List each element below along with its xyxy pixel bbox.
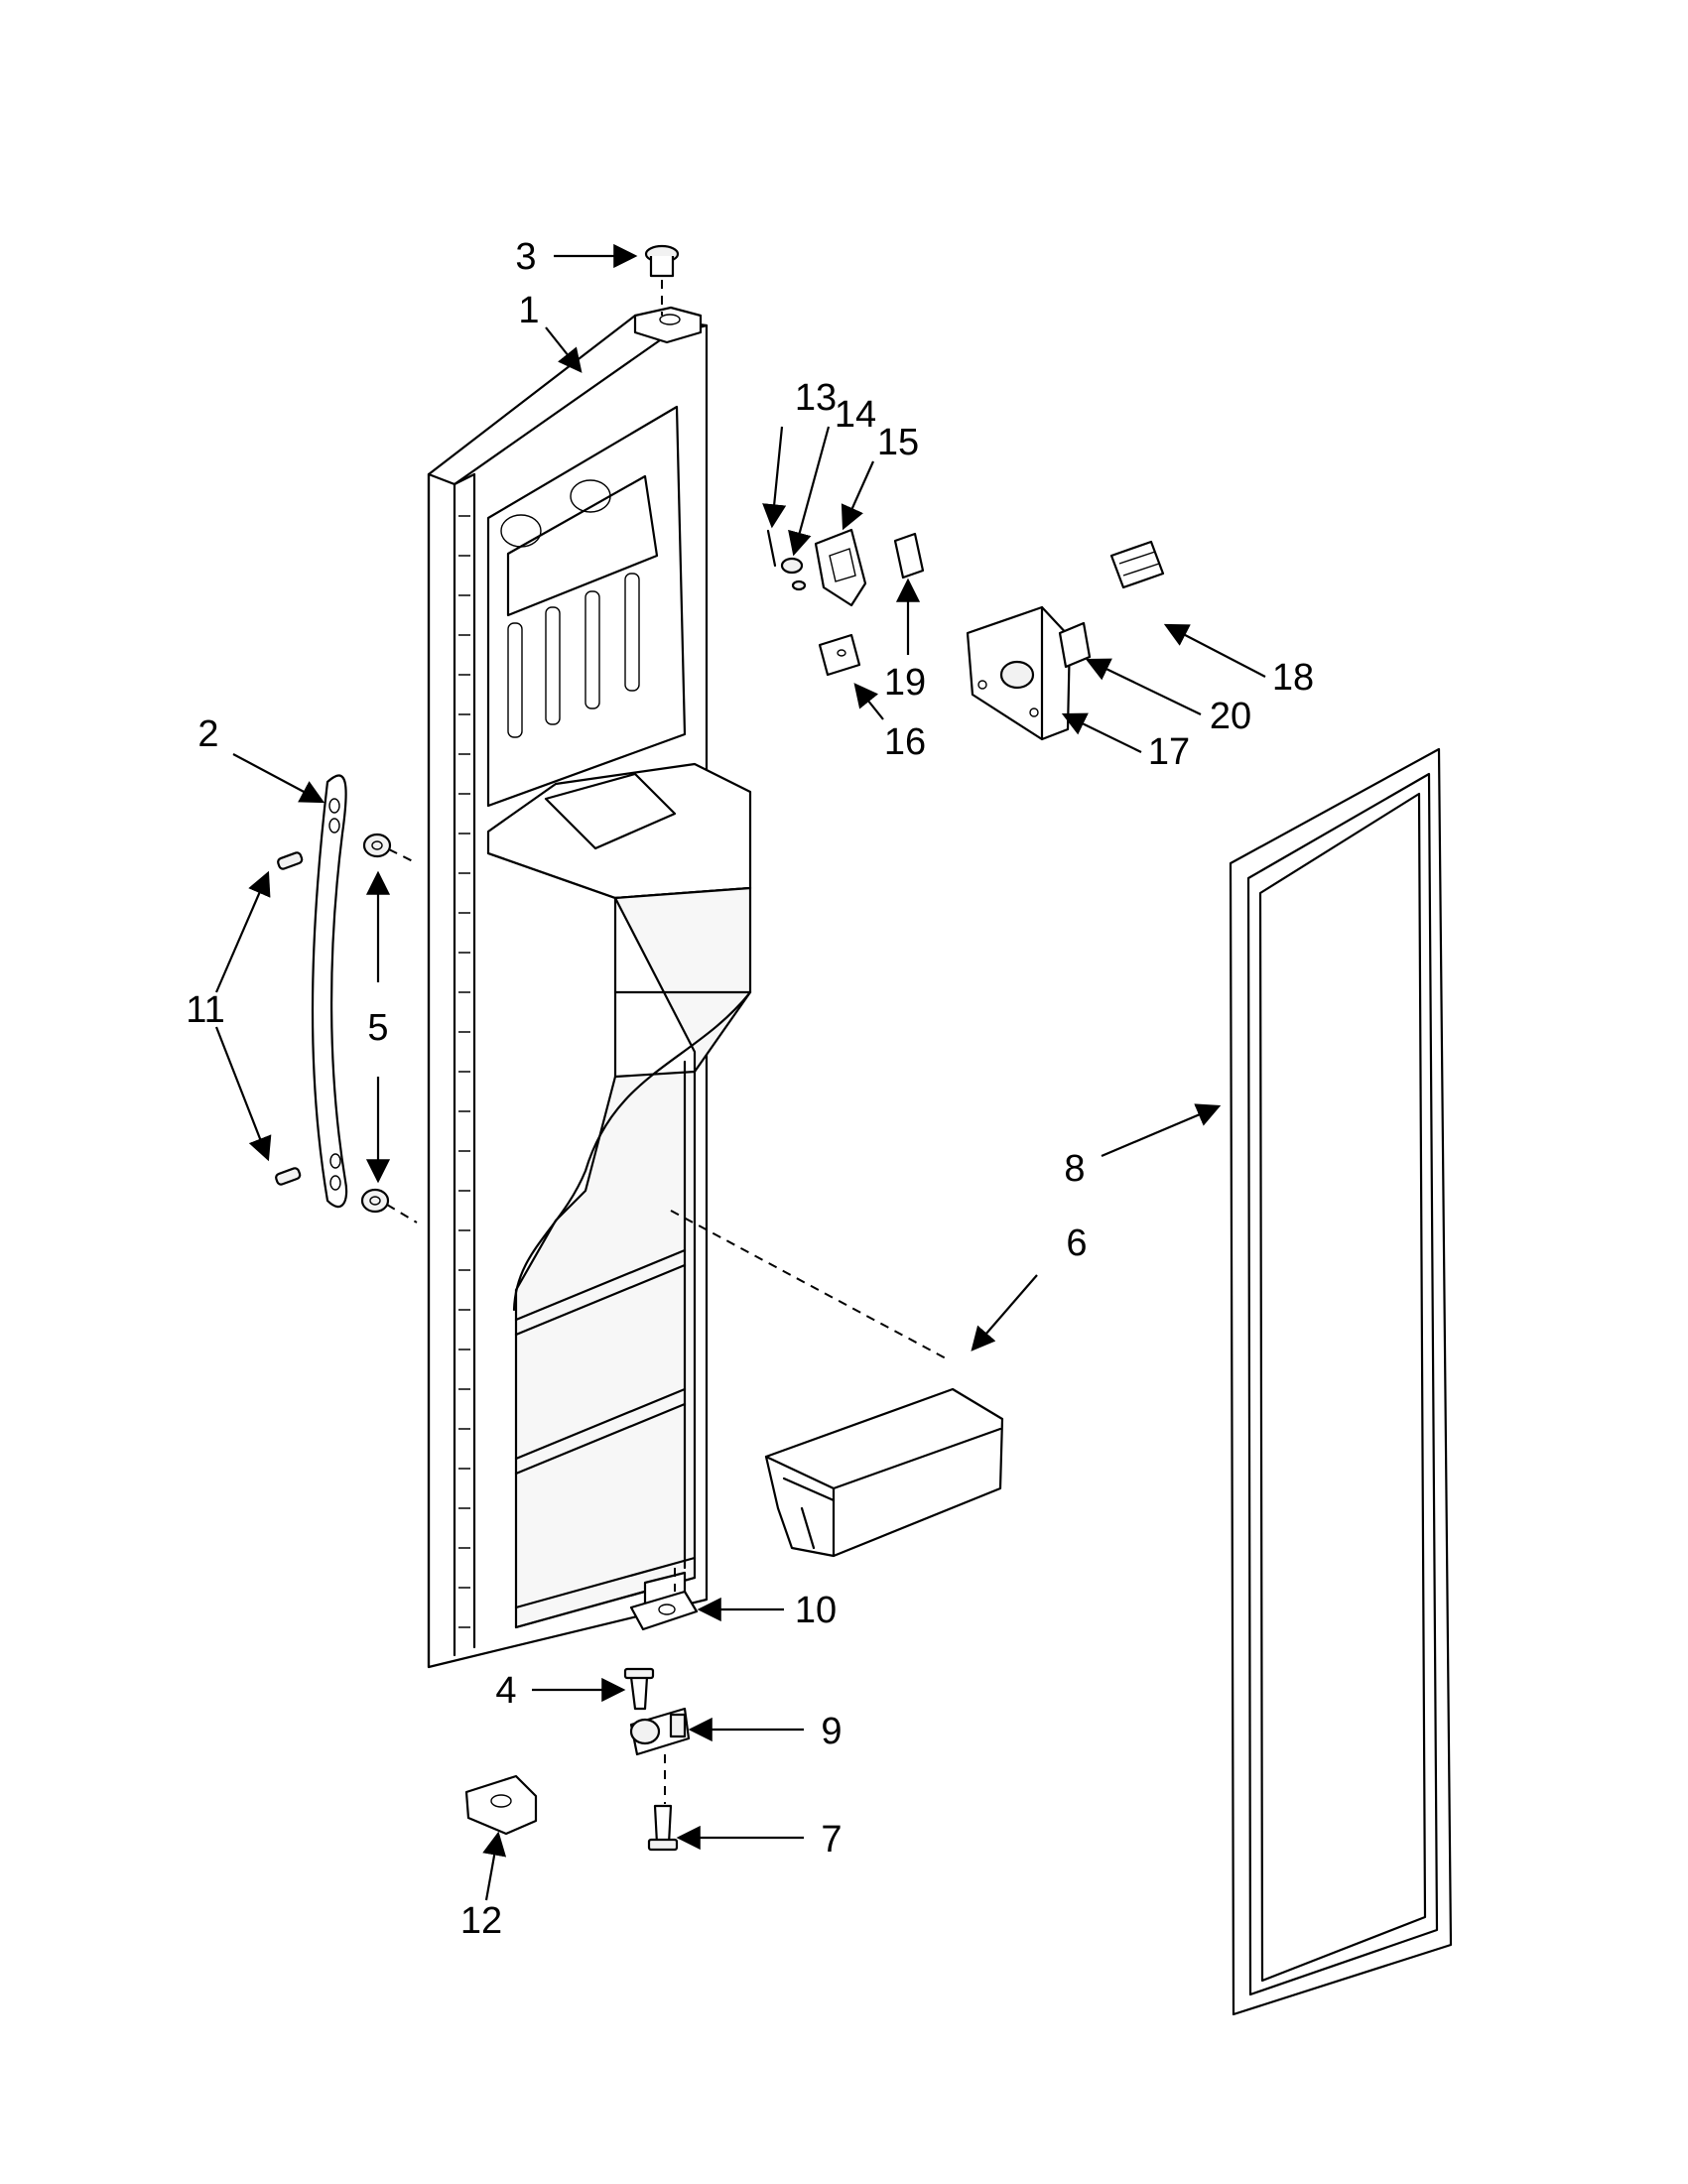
callout-15: 15 <box>877 422 919 463</box>
door-gasket <box>1229 747 1453 2016</box>
callout-13: 13 <box>795 377 837 419</box>
callout-3: 3 <box>515 236 536 278</box>
hinge-screw-7 <box>647 1754 679 1852</box>
callout-17: 17 <box>1148 731 1190 773</box>
hinge-cover-12 <box>464 1774 538 1836</box>
callout-6: 6 <box>1066 1222 1087 1264</box>
leader-16 <box>853 683 884 720</box>
callout-9: 9 <box>821 1711 842 1752</box>
callout-leaders <box>214 243 1266 1901</box>
callout-11: 11 <box>186 989 224 1031</box>
callout-labels: 3 1 2 11 5 6 8 13 14 15 19 16 17 20 18 1… <box>186 236 1314 1942</box>
callout-4: 4 <box>495 1670 516 1712</box>
callout-10: 10 <box>795 1590 837 1631</box>
spacer-upper-guide <box>388 848 418 864</box>
actuator-15 <box>814 528 867 607</box>
callout-18: 18 <box>1272 657 1314 699</box>
callout-20: 20 <box>1210 696 1251 737</box>
leader-11-upper <box>214 870 271 993</box>
leader-20 <box>1085 658 1202 715</box>
door-handle <box>311 774 348 1209</box>
set-screw-upper <box>277 851 304 870</box>
hinge-pin-bushing <box>644 244 680 316</box>
leader-17 <box>1061 712 1142 753</box>
hinge-screw-4 <box>623 1667 655 1711</box>
leader-14 <box>788 426 831 557</box>
callout-8: 8 <box>1064 1148 1085 1190</box>
set-screw-lower <box>275 1167 302 1186</box>
callout-19: 19 <box>884 662 926 704</box>
callout-5: 5 <box>367 1007 388 1049</box>
module-18 <box>1109 540 1165 589</box>
callout-14: 14 <box>835 394 876 436</box>
door-bin <box>670 1210 1004 1558</box>
door-panel <box>427 306 752 1669</box>
spacer-lower-guide <box>386 1204 418 1223</box>
leader-13 <box>762 426 787 529</box>
housing-17 <box>966 605 1072 741</box>
switch-20 <box>1058 621 1092 669</box>
leader-15 <box>841 460 875 531</box>
pin-13 <box>766 529 777 568</box>
handle-spacer-lower <box>360 1188 390 1214</box>
switch-16 <box>818 633 861 677</box>
callout-12: 12 <box>460 1900 502 1942</box>
callout-16: 16 <box>884 721 926 763</box>
lower-hinge-plate <box>629 1568 699 1631</box>
clip-14 <box>780 557 807 591</box>
leader-1 <box>545 326 583 373</box>
leader-12 <box>482 1831 507 1901</box>
callout-1: 1 <box>518 290 539 331</box>
leader-18 <box>1163 623 1266 678</box>
leader-2 <box>232 753 325 804</box>
cover-19 <box>893 532 925 579</box>
leader-8 <box>1101 1103 1222 1158</box>
lower-hinge-9 <box>629 1707 691 1756</box>
callout-7: 7 <box>821 1819 842 1861</box>
callout-2: 2 <box>197 713 218 755</box>
handle-spacer-upper <box>362 833 392 858</box>
bin-mount-guide <box>670 1210 949 1360</box>
leader-11-lower <box>214 1026 272 1162</box>
leader-6 <box>971 1274 1038 1351</box>
